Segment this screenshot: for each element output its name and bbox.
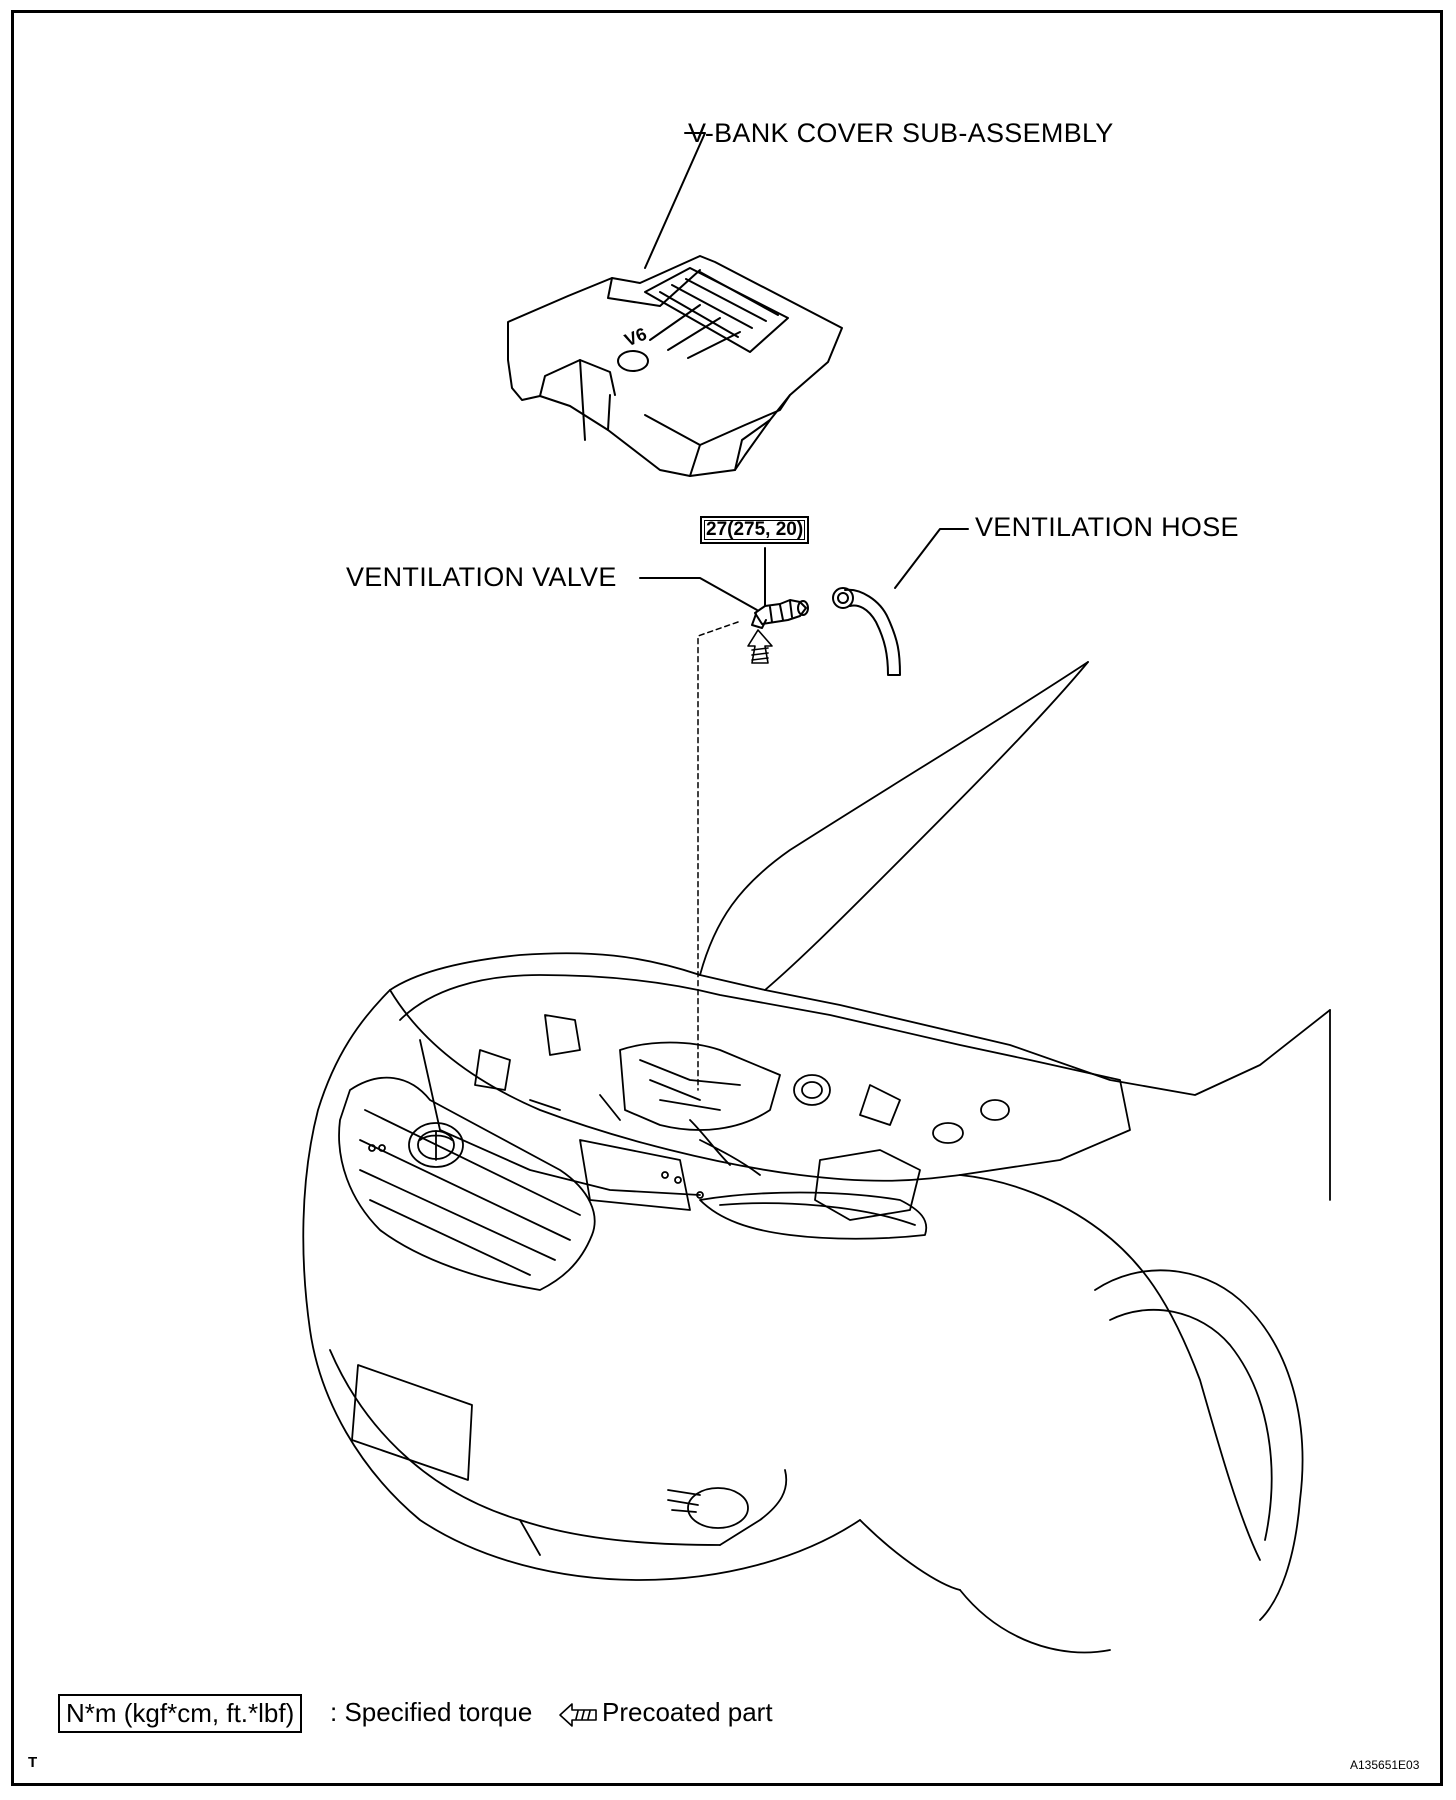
vbank-cover-drawing: V6 [507,255,843,477]
ventilation-hose-label: VENTILATION HOSE [975,512,1239,542]
precoat-arrow-icon [559,1703,597,1727]
vbank-cover-leader [644,132,706,269]
corner-mark: T [28,1754,38,1771]
ventilation-hose-leader [894,528,969,589]
ventilation-valve-drawing [751,599,809,629]
install-dashed-line [697,621,739,1091]
valve-precoat-arrow [747,629,773,664]
torque-spec-box: 27(275, 20) [700,516,810,544]
legend-torque-unit: N*m (kgf*cm, ft.*lbf) [58,1694,303,1733]
vbank-cover-label: V-BANK COVER SUB-ASSEMBLY [688,118,1114,148]
car-front-drawing [302,661,1331,1654]
figure-id: A135651E03 [1350,1758,1420,1772]
legend-precoat-desc: Precoated part [602,1697,773,1727]
v6-emblem: V6 [622,324,650,351]
legend-torque-desc: : Specified torque [330,1697,533,1727]
ventilation-hose-drawing [832,587,901,676]
ventilation-valve-leader [639,577,758,611]
ventilation-valve-label: VENTILATION VALVE [346,562,617,592]
diagram-frame [11,10,1443,1786]
